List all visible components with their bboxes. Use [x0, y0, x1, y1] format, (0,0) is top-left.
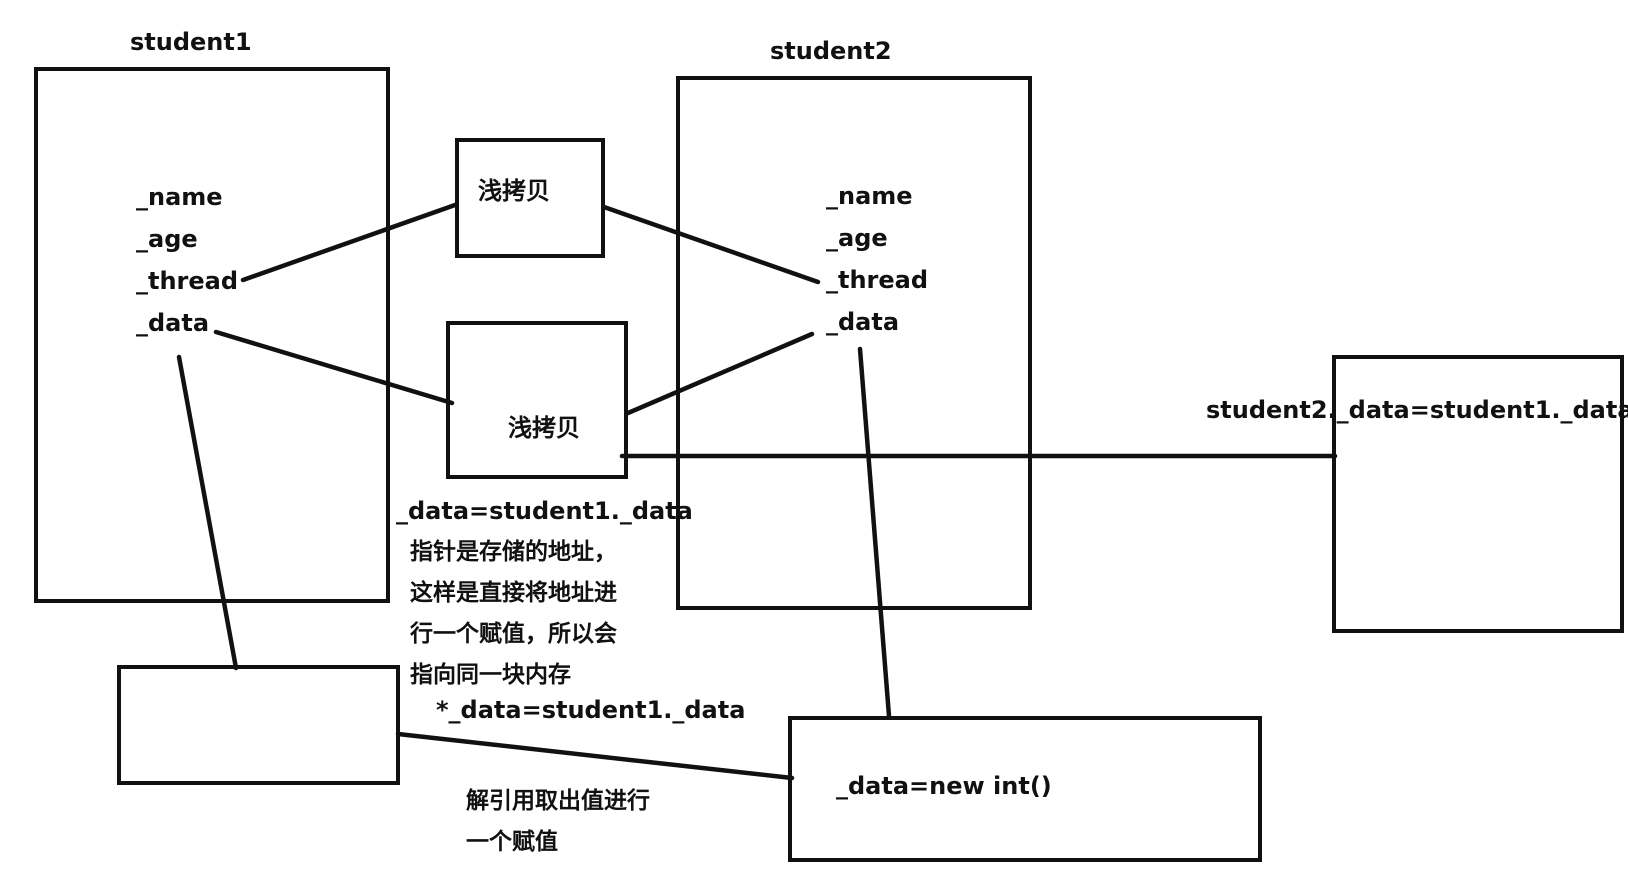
right-assign-label: student2._data=student1._data	[1206, 396, 1628, 424]
new-int-label: _data=new int()	[836, 772, 1052, 800]
student1-box	[34, 67, 390, 603]
pointer-note: 指针是存储的地址， 这样是直接将地址进 行一个赋值，所以会 指向同一块内存	[410, 532, 617, 696]
line-bottom-left-to-new-int-box	[395, 731, 795, 781]
line-copy-top-to-s2-thread	[601, 204, 821, 285]
deref-note-line-1: 解引用取出值进行	[466, 788, 650, 814]
student2-title: student2	[770, 37, 892, 65]
shallow-copy-label-top: 浅拷贝	[478, 177, 550, 205]
new-int-box	[788, 716, 1262, 862]
line-s1-thread-to-copy-top	[240, 202, 458, 283]
line-copy-mid-to-s2-data	[625, 331, 815, 416]
data-assign-label: _data=student1._data	[396, 497, 693, 525]
pointer-note-line-1: 指针是存储的地址，	[410, 539, 617, 565]
student1-field-data: _data	[136, 309, 210, 337]
student1-field-age: _age	[136, 225, 198, 253]
pointer-note-line-3: 行一个赋值，所以会	[410, 621, 617, 647]
deref-assign-label: *_data=student1._data	[436, 696, 746, 724]
shallow-copy-box-mid	[446, 321, 628, 479]
student1-field-thread: _thread	[136, 267, 239, 295]
line-s2-data-to-new-int-box	[857, 346, 892, 719]
student2-field-data: _data	[826, 308, 900, 336]
bottom-left-box	[117, 665, 400, 785]
pointer-note-line-2: 这样是直接将地址进	[410, 580, 617, 606]
student2-field-thread: _thread	[826, 266, 929, 294]
line-s1-data-to-copy-mid	[213, 329, 455, 406]
line-s1-data-to-bottom-left-box	[176, 354, 239, 671]
pointer-note-line-4: 指向同一块内存	[410, 662, 571, 688]
student1-field-name: _name	[136, 183, 223, 211]
student2-box	[676, 76, 1032, 610]
shallow-copy-box-top	[455, 138, 605, 258]
deref-note: 解引用取出值进行 一个赋值	[466, 781, 650, 863]
deref-note-line-2: 一个赋值	[466, 829, 558, 855]
student2-field-age: _age	[826, 224, 888, 252]
student2-field-name: _name	[826, 182, 913, 210]
student1-title: student1	[130, 28, 252, 56]
shallow-copy-label-mid: 浅拷贝	[508, 414, 580, 442]
right-box	[1332, 355, 1624, 633]
